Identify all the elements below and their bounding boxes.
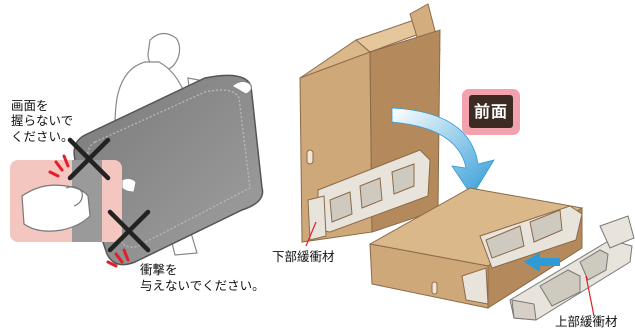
x-mark-icon — [107, 209, 151, 253]
alert-strokes-icon — [48, 154, 70, 178]
warning-grip-text-1: 画面を — [11, 98, 49, 113]
warning-grip-text-3: ください。 — [11, 129, 74, 144]
upper-cushion-pointer — [585, 275, 595, 317]
upper-cushion-label: 上部緩衝材 — [555, 314, 618, 329]
front-badge: 前面 — [462, 89, 520, 135]
warning-grip-text-2: 握らないで — [11, 113, 74, 128]
warning-impact-text-1: 衝撃を — [140, 262, 178, 277]
alert-strokes-icon — [106, 248, 130, 268]
lower-cushion-label: 下部緩衝材 — [272, 249, 335, 264]
front-badge-text: 前面 — [469, 95, 513, 128]
lower-cushion-pointer — [305, 221, 317, 247]
grip-warning-inset — [10, 160, 122, 242]
upright-box — [299, 3, 441, 243]
upper-cushion-piece — [509, 215, 635, 321]
arrow-left-icon — [524, 252, 560, 272]
x-mark-icon — [67, 137, 111, 181]
warning-impact-text-2: 与えないでください。 — [140, 278, 265, 293]
